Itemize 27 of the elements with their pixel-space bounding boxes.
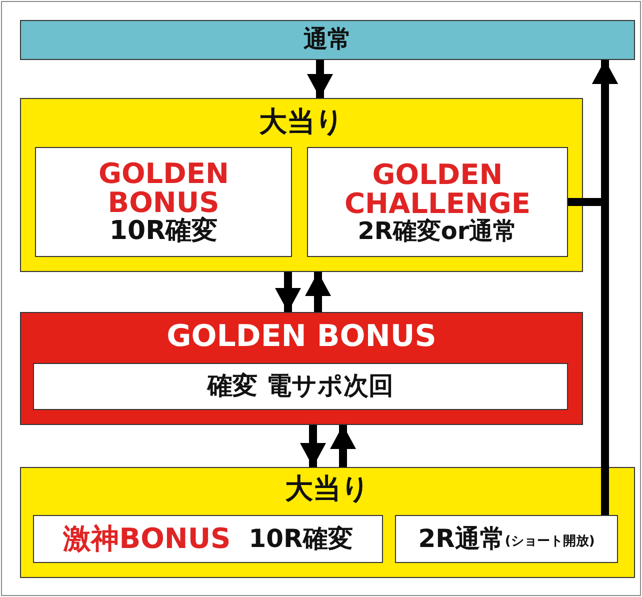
arrow	[300, 425, 326, 467]
result-panel	[20, 467, 635, 578]
arrow	[330, 425, 356, 467]
mode-description: 2R通常	[418, 526, 505, 552]
mode-name: GOLDEN BONUS	[98, 158, 228, 218]
state-label: 通常	[304, 27, 352, 53]
mode-description: 2R確変or通常	[358, 218, 518, 244]
mode-box	[33, 515, 383, 563]
mode-box	[395, 515, 618, 563]
panel-heading: 大当り	[259, 107, 344, 136]
mode-box	[307, 147, 568, 257]
mode-box	[33, 363, 568, 410]
mode-name: GOLDEN CHALLENGE	[343, 160, 532, 219]
arrow	[275, 272, 301, 312]
arrow	[307, 60, 333, 98]
mode-name: 激神BONUS	[63, 524, 231, 554]
note-text: (ショート開放)	[504, 535, 595, 549]
panel-heading: GOLDEN BONUS	[166, 321, 436, 352]
mode-description: 確変 電サポ次回	[208, 373, 394, 400]
mode-description: 10R確変	[248, 526, 353, 552]
arrow	[305, 272, 331, 312]
mode-box	[35, 147, 292, 257]
panel-heading: 大当り	[285, 474, 370, 504]
mode-panel	[20, 312, 583, 425]
result-panel	[20, 98, 583, 272]
mode-description: 10R確変	[109, 218, 218, 246]
state-bar	[20, 20, 635, 60]
